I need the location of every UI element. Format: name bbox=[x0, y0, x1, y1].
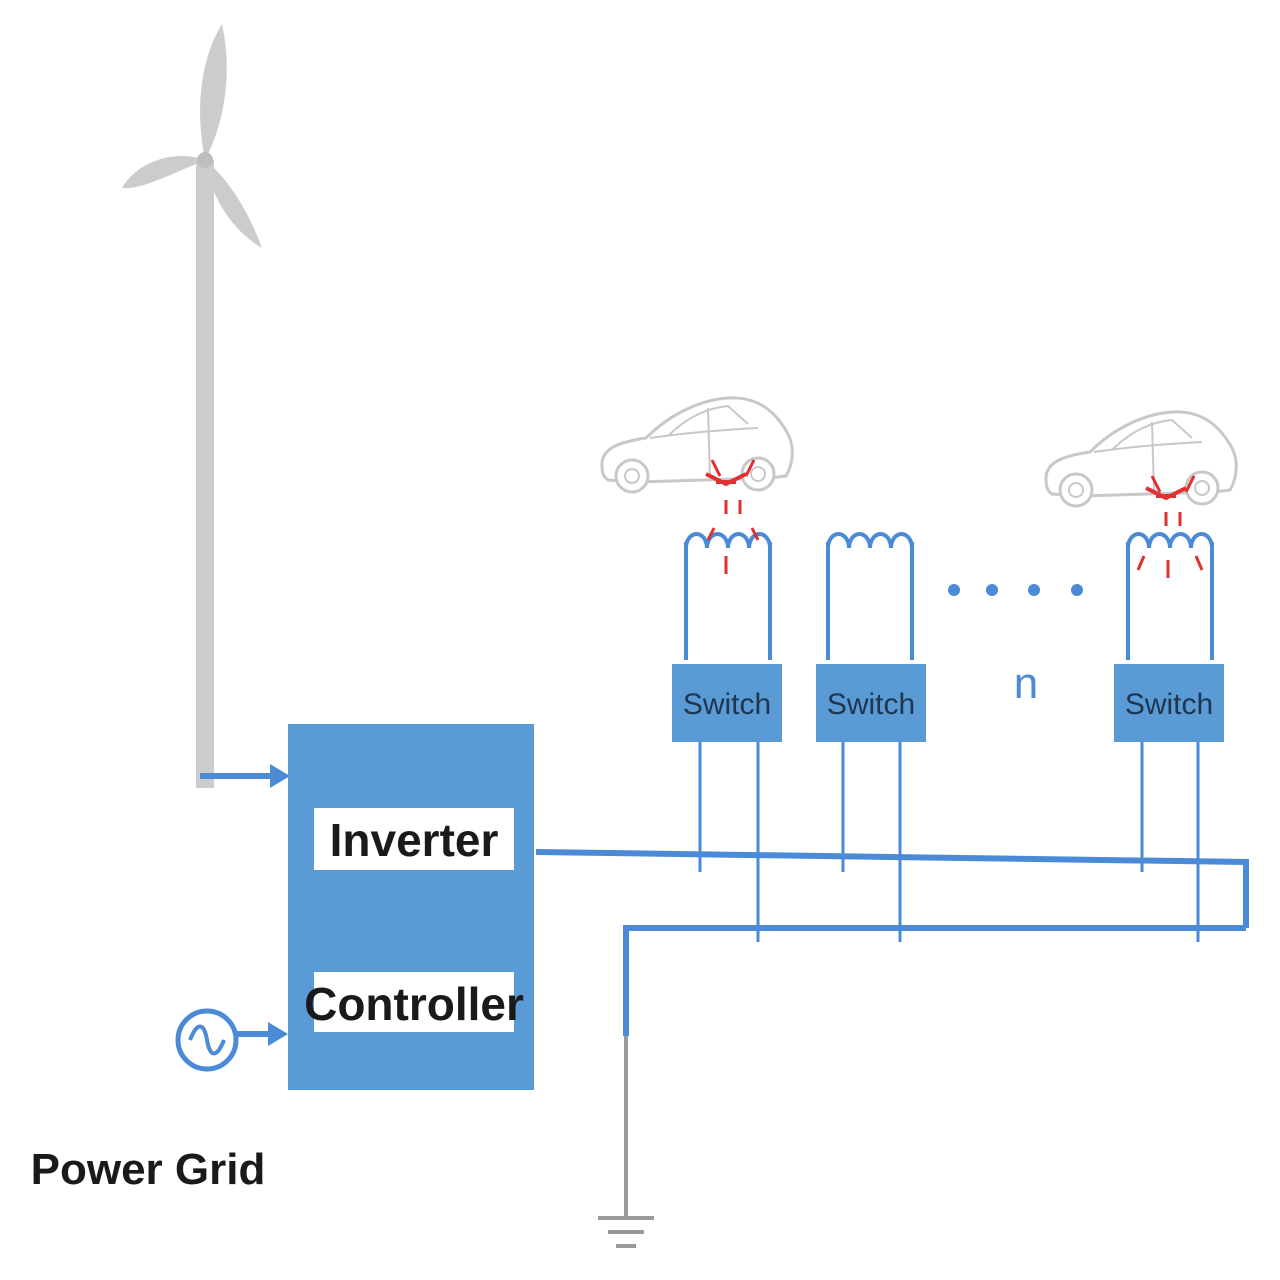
power-grid-label: Power Grid bbox=[31, 1145, 266, 1194]
inverter-label: Inverter bbox=[330, 814, 499, 866]
switch-box bbox=[672, 664, 782, 742]
switch-unit-1: Switch bbox=[672, 532, 782, 942]
wireless-signal-n bbox=[1136, 475, 1204, 578]
grid-feed-arrow bbox=[236, 1022, 288, 1046]
switch-unit-2: Switch bbox=[816, 532, 926, 942]
turbine-feed-arrow bbox=[200, 764, 290, 788]
induction-coil-icon bbox=[1126, 532, 1214, 660]
inverter-controller-unit: Inverter Controller bbox=[288, 724, 534, 1090]
bus-bottom-line bbox=[623, 925, 1246, 1036]
ground-symbol-icon bbox=[598, 1036, 654, 1248]
induction-coil-icon bbox=[826, 532, 914, 660]
switch-count-label: n bbox=[1014, 659, 1038, 708]
wireless-signal-1 bbox=[706, 459, 760, 574]
electric-car-icon bbox=[600, 396, 794, 494]
induction-coil-icon bbox=[684, 532, 772, 660]
switch-box bbox=[816, 664, 926, 742]
wind-turbine-icon bbox=[122, 24, 262, 788]
ac-source-icon bbox=[175, 1008, 239, 1072]
bus-top-line bbox=[535, 849, 1249, 928]
dc-bus bbox=[535, 849, 1249, 1036]
electric-car-icon bbox=[1044, 410, 1238, 508]
switch-box bbox=[1114, 664, 1224, 742]
switch-unit-n: Switch bbox=[1114, 532, 1224, 942]
switch-label: Switch bbox=[1125, 688, 1213, 721]
inverter-label-box bbox=[314, 808, 514, 870]
switch-label: Switch bbox=[827, 688, 915, 721]
controller-label-box bbox=[314, 972, 514, 1032]
ellipsis-dots bbox=[948, 584, 1083, 596]
switch-label: Switch bbox=[683, 688, 771, 721]
controller-label: Controller bbox=[304, 978, 524, 1030]
